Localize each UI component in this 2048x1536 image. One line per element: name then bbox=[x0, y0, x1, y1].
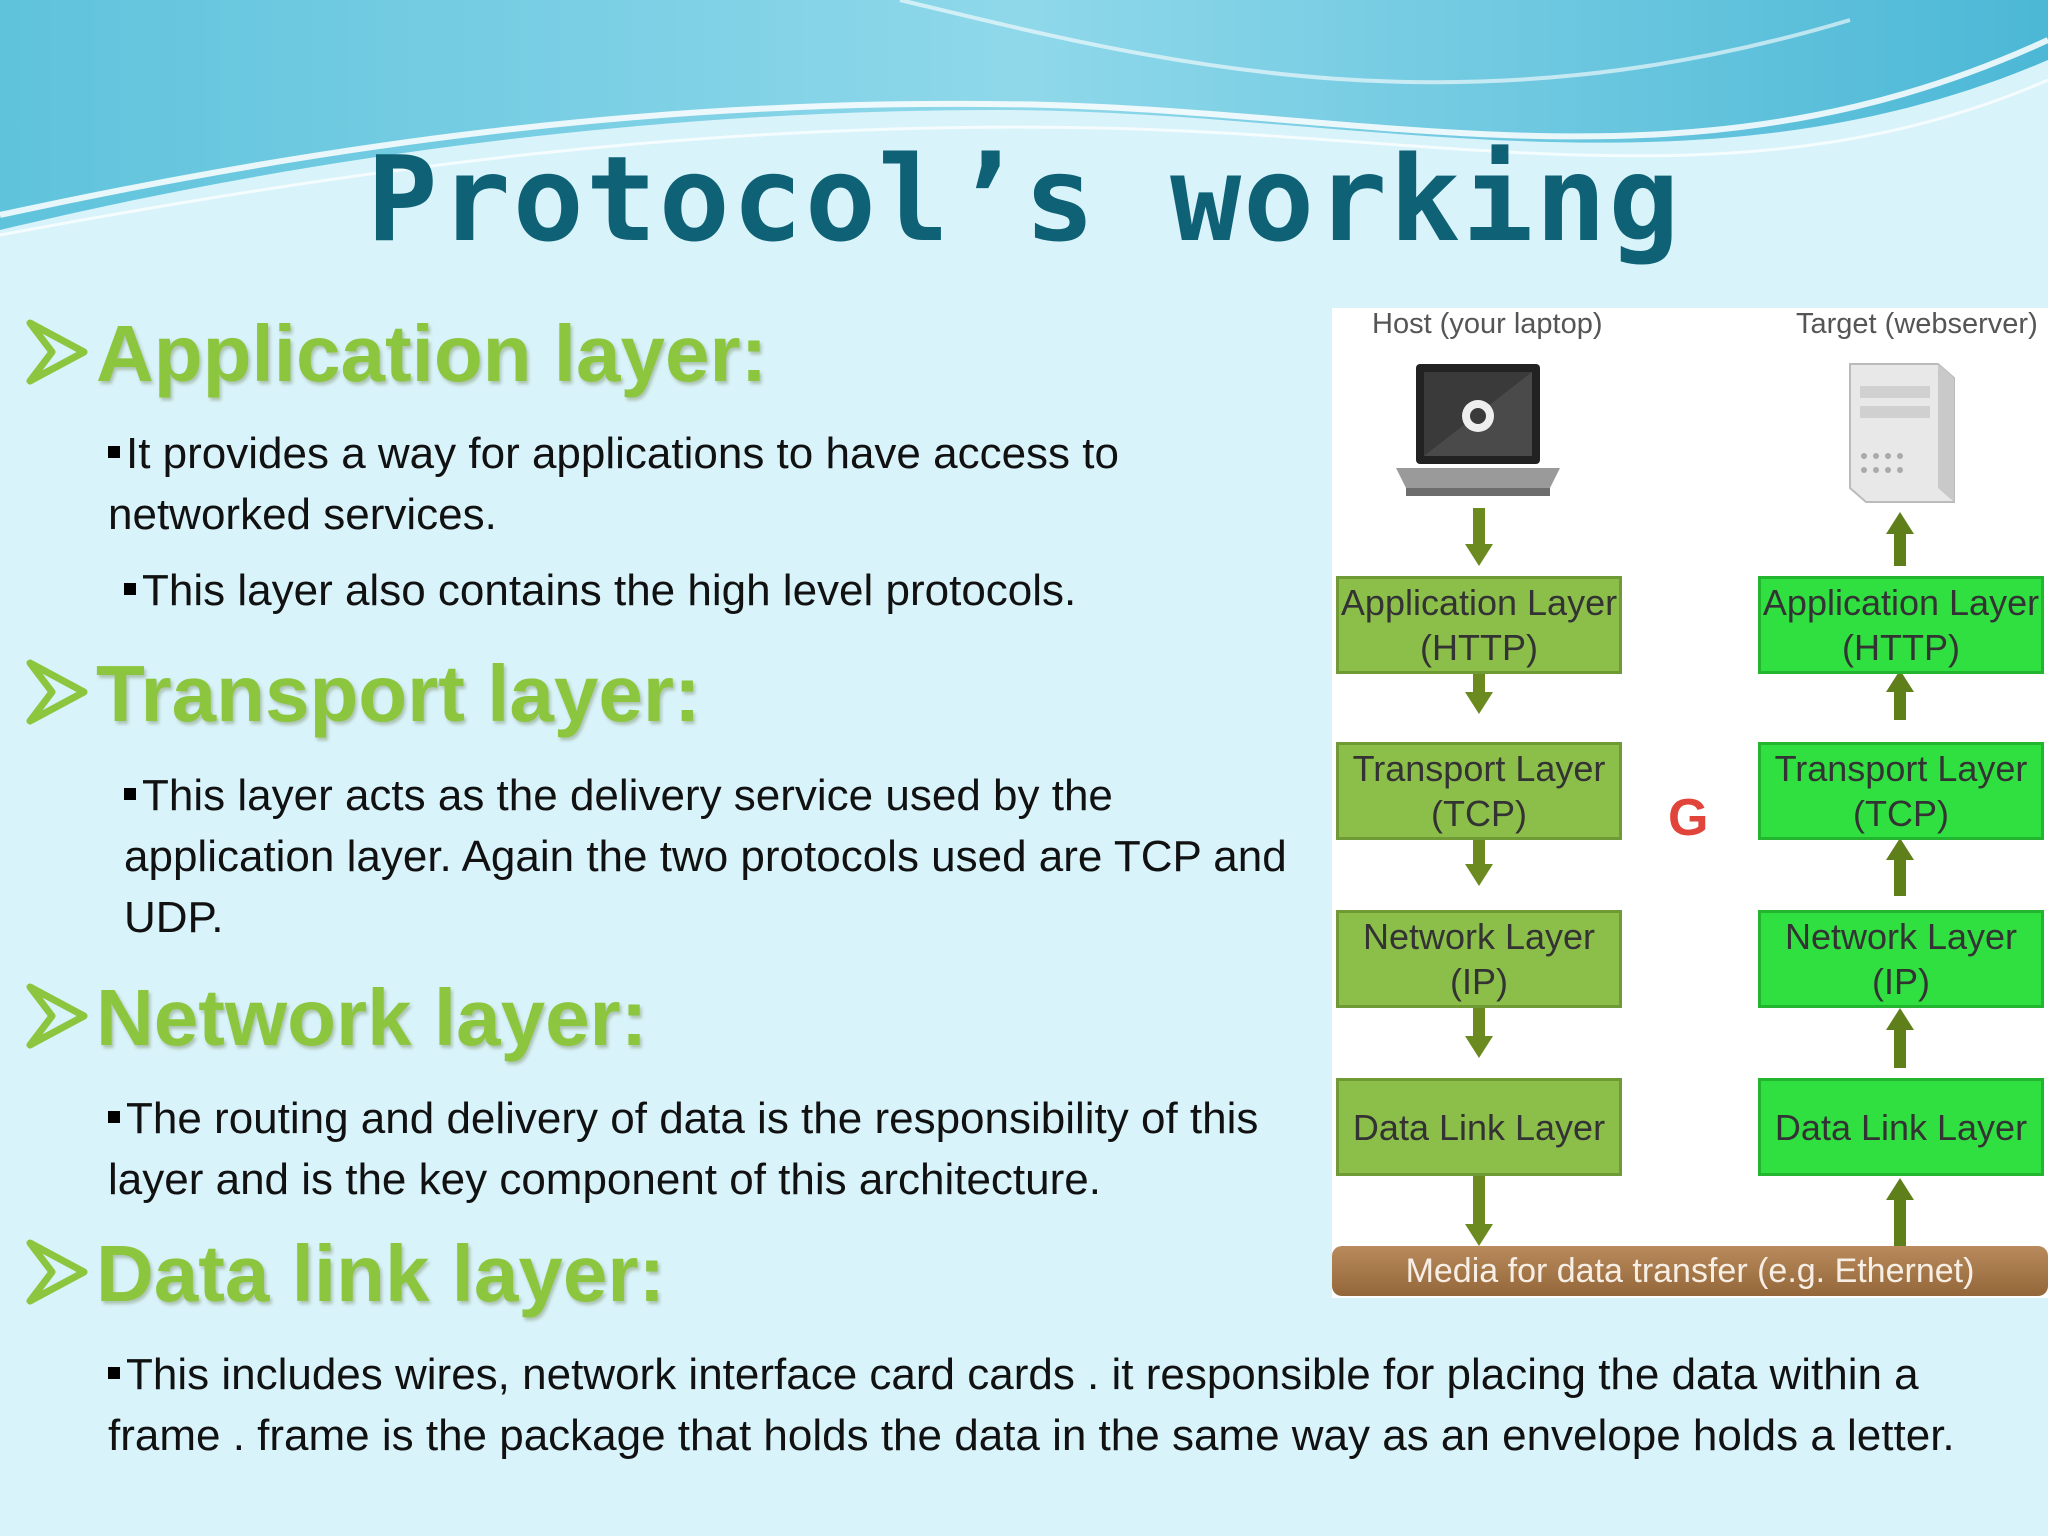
list-item: The routing and delivery of data is the … bbox=[108, 1094, 1259, 1204]
arrow-bullet-icon bbox=[26, 983, 88, 1049]
list-item: This includes wires, network interface c… bbox=[108, 1350, 1955, 1460]
transport-layer-heading: Transport layer: bbox=[26, 648, 701, 740]
list-item: This layer acts as the delivery service … bbox=[124, 771, 1287, 942]
server-icon bbox=[1849, 363, 1955, 503]
host-caption: Host (your laptop) bbox=[1372, 308, 1603, 340]
list-item: This layer also contains the high level … bbox=[124, 560, 1274, 621]
background-wave bbox=[0, 0, 2048, 237]
square-bullet-icon bbox=[108, 1111, 120, 1123]
target-caption: Target (webserver) bbox=[1796, 308, 2038, 340]
laptop-icon bbox=[1396, 364, 1560, 496]
heading-text: Application layer: bbox=[96, 309, 768, 398]
square-bullet-icon bbox=[124, 788, 136, 800]
arrow-bullet-icon bbox=[26, 319, 88, 385]
network-layer-heading: Network layer: bbox=[26, 972, 647, 1064]
host-application-layer: Application Layer (HTTP) bbox=[1336, 576, 1622, 674]
data-link-layer-heading: Data link layer: bbox=[26, 1228, 665, 1320]
protocol-stack-diagram: Host (your laptop) Target (webserver) Ap… bbox=[1332, 308, 2048, 1298]
heading-text: Data link layer: bbox=[96, 1229, 666, 1318]
slide-title: Protocol’s working bbox=[366, 130, 1682, 268]
target-application-layer: Application Layer (HTTP) bbox=[1758, 576, 2044, 674]
target-network-layer: Network Layer (IP) bbox=[1758, 910, 2044, 1008]
diagram-arrows bbox=[1465, 508, 1914, 1248]
target-transport-layer: Transport Layer (TCP) bbox=[1758, 742, 2044, 840]
host-transport-layer: Transport Layer (TCP) bbox=[1336, 742, 1622, 840]
host-data-link-layer: Data Link Layer bbox=[1336, 1078, 1622, 1176]
arrow-bullet-icon bbox=[26, 1239, 88, 1305]
arrow-bullet-icon bbox=[26, 659, 88, 725]
heading-text: Network layer: bbox=[96, 973, 648, 1062]
square-bullet-icon bbox=[108, 1367, 120, 1379]
square-bullet-icon bbox=[124, 583, 136, 595]
target-data-link-layer: Data Link Layer bbox=[1758, 1078, 2044, 1176]
application-layer-heading: Application layer: bbox=[26, 308, 767, 400]
link-symbol: G bbox=[1668, 789, 1709, 847]
heading-text: Transport layer: bbox=[96, 649, 701, 738]
square-bullet-icon bbox=[108, 446, 120, 458]
media-bar: Media for data transfer (e.g. Ethernet) bbox=[1332, 1246, 2048, 1296]
host-network-layer: Network Layer (IP) bbox=[1336, 910, 1622, 1008]
list-item: It provides a way for applications to ha… bbox=[108, 429, 1119, 539]
